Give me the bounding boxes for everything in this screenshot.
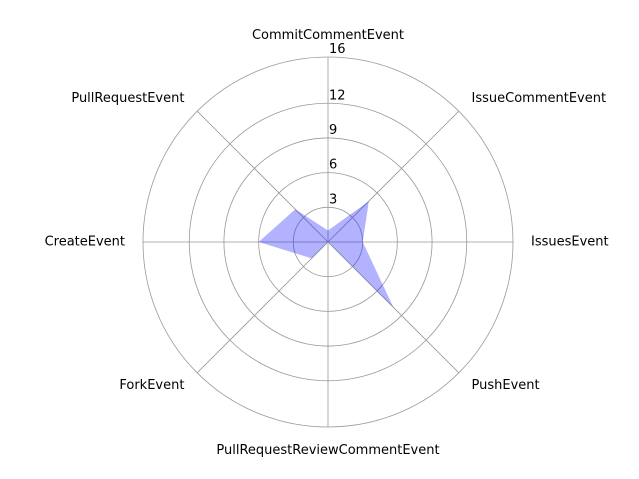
category-label-IssuesEvent: IssuesEvent: [531, 235, 609, 250]
category-label-CreateEvent: CreateEvent: [45, 235, 125, 250]
spoke-7: [196, 110, 329, 243]
category-label-IssueCommentEvent: IssueCommentEvent: [472, 91, 607, 106]
r-tick-label: 6: [329, 158, 337, 173]
spoke-1: [327, 110, 460, 243]
r-tick-label: 12: [329, 88, 346, 103]
spoke-3: [327, 241, 460, 374]
r-tick-label: 16: [329, 42, 346, 57]
category-label-ForkEvent: ForkEvent: [119, 378, 184, 393]
data-layer: [258, 201, 394, 308]
r-tick-label: 9: [329, 123, 337, 138]
radial-tick-labels: 3 6 9 12 16: [329, 42, 346, 207]
category-labels: CommitCommentEventIssueCommentEventIssue…: [45, 28, 609, 458]
category-label-PullRequestReviewCommentEvent: PullRequestReviewCommentEvent: [216, 443, 439, 458]
data-area: [258, 201, 394, 308]
grid: [142, 56, 514, 428]
r-tick-label: 3: [329, 192, 337, 207]
category-label-PushEvent: PushEvent: [472, 378, 540, 393]
spoke-5: [196, 241, 329, 374]
category-label-CommitCommentEvent: CommitCommentEvent: [252, 28, 404, 43]
category-label-PullRequestEvent: PullRequestEvent: [71, 91, 184, 106]
